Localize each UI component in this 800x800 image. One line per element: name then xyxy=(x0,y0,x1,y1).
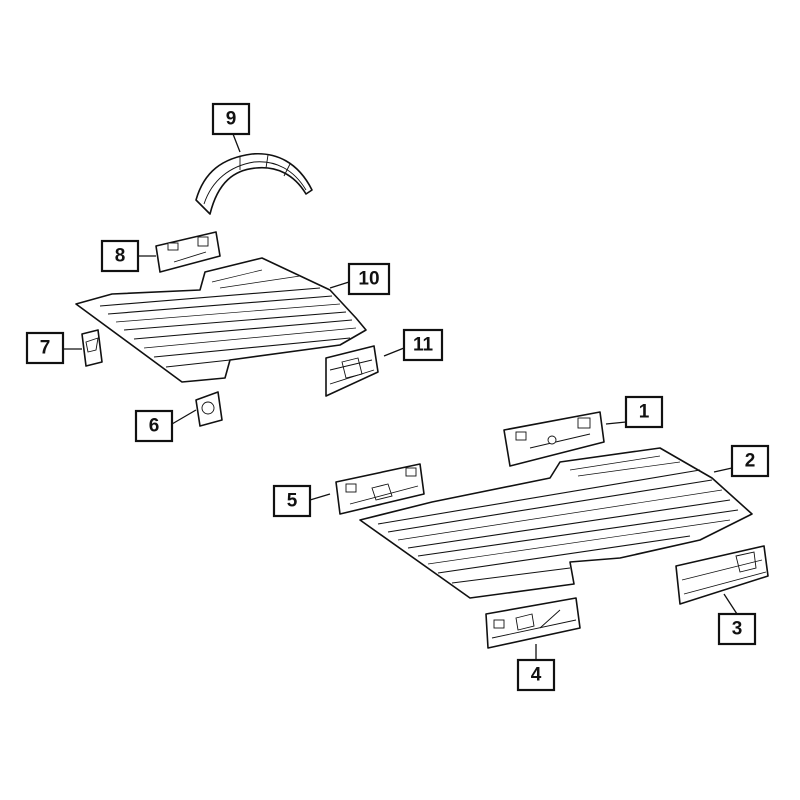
part-11-side-panel xyxy=(325,345,379,397)
callout-8-label: 8 xyxy=(115,246,126,267)
callout-2-label: 2 xyxy=(745,451,756,472)
callout-3: 3 xyxy=(717,612,757,646)
callout-10: 10 xyxy=(347,262,391,296)
callout-4-label: 4 xyxy=(531,665,542,686)
leader-lines xyxy=(63,133,738,660)
part-10-upper-floor-panel xyxy=(75,257,367,383)
part-2-main-floor-panel xyxy=(359,447,753,599)
part-9-wheelhouse xyxy=(195,152,313,215)
callout-6-label: 6 xyxy=(149,416,160,437)
callout-7-label: 7 xyxy=(40,338,51,359)
part-4-rear-panel xyxy=(485,597,581,649)
callout-6: 6 xyxy=(134,409,174,443)
callout-3-label: 3 xyxy=(732,619,743,640)
callout-1: 1 xyxy=(624,395,664,429)
callout-4: 4 xyxy=(516,658,556,692)
part-5-inner-panel xyxy=(335,463,425,515)
callout-8: 8 xyxy=(100,239,140,273)
callout-9-label: 9 xyxy=(226,109,237,130)
callout-1-label: 1 xyxy=(639,402,650,423)
callout-5: 5 xyxy=(272,484,312,518)
callout-10-label: 10 xyxy=(358,269,379,290)
part-8-inner-panel xyxy=(155,231,221,273)
part-6-reinforcement xyxy=(195,391,223,427)
part-1-cross-panel xyxy=(503,411,605,467)
callout-7: 7 xyxy=(25,331,65,365)
callout-2: 2 xyxy=(730,444,770,478)
part-7-bracket xyxy=(81,329,103,367)
callout-5-label: 5 xyxy=(287,491,298,512)
part-3-side-panel xyxy=(675,545,769,605)
callout-11-label: 11 xyxy=(413,335,434,356)
callout-11: 11 xyxy=(402,328,444,362)
callout-9: 9 xyxy=(211,102,251,136)
